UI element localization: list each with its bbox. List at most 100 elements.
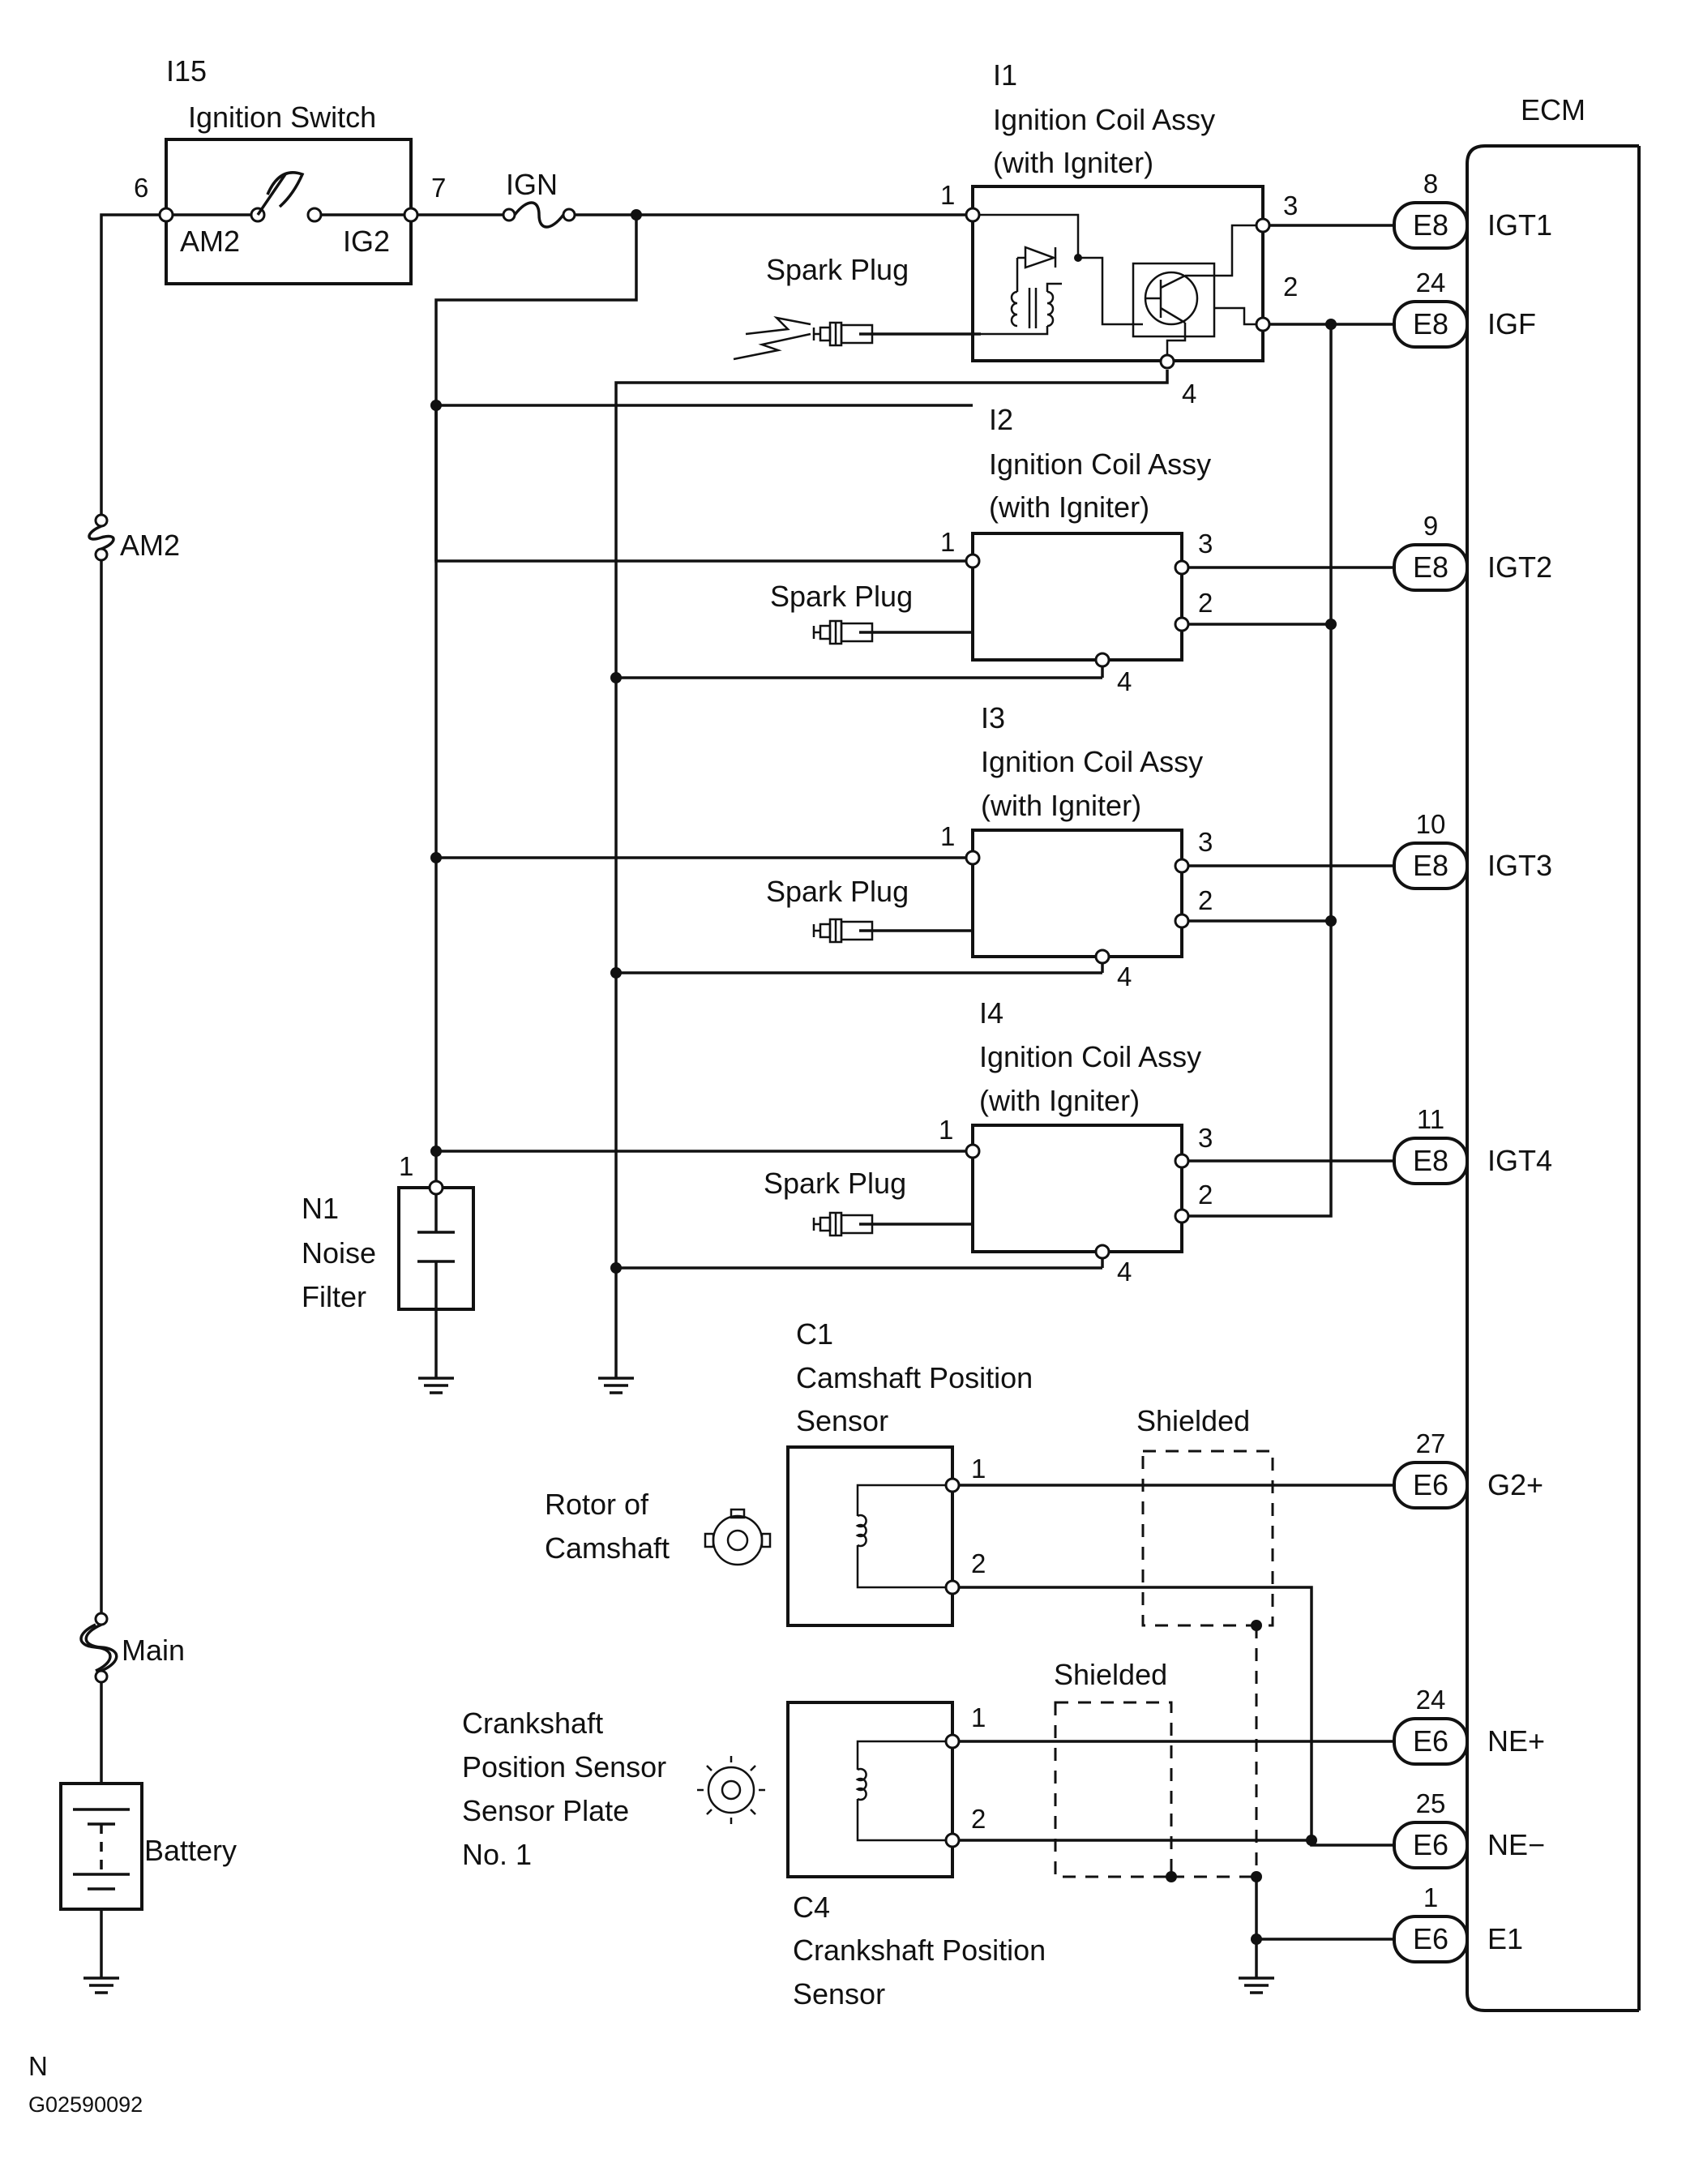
- crank-plate-label-line3: Sensor Plate: [462, 1794, 629, 1827]
- ecm-terminal-e1: E6 1E1: [1393, 1882, 1523, 1963]
- coil4-spark-plug-label: Spark Plug: [764, 1167, 906, 1200]
- coil3-sub: (with Igniter): [981, 789, 1141, 822]
- am2-fuse-label: AM2: [120, 529, 180, 562]
- ecm-pin-number: 9: [1423, 511, 1438, 541]
- ecm-connector-box: [1393, 1461, 1469, 1510]
- ecm-pin-number: 8: [1423, 169, 1438, 199]
- ign-fuse-label: IGN: [506, 168, 558, 201]
- ecm-connector-box: [1393, 841, 1469, 890]
- ecm-pin-number: 25: [1416, 1788, 1446, 1818]
- coil2-spark-plug-label: Spark Plug: [770, 580, 913, 613]
- ecm-signal-label: NE+: [1487, 1724, 1545, 1758]
- coil3-name: Ignition Coil Assy: [981, 745, 1203, 778]
- crank-sensor-label-line2: Sensor: [793, 1977, 885, 2011]
- ecm-connector-label: E8: [1413, 550, 1449, 584]
- noise-filter-label-line1: Noise: [302, 1236, 376, 1270]
- coil3-pin-3: 3: [1198, 827, 1213, 857]
- coil4-id: I4: [979, 996, 1003, 1030]
- crankshaft-position-sensor: 1 2 C4 Crankshaft Position Sensor Cranks…: [462, 1701, 1394, 2011]
- ecm-connector-label: E8: [1413, 208, 1449, 242]
- ecm-pin-number: 1: [1423, 1882, 1438, 1912]
- coil1-pin-2: 2: [1283, 272, 1298, 302]
- cam-sensor-id: C1: [796, 1317, 833, 1351]
- ignition-switch-ig2-label: IG2: [343, 225, 390, 258]
- crank-plate-label-line4: No. 1: [462, 1838, 532, 1871]
- coil-supply-wires: [430, 209, 973, 863]
- crank-sensor-pin-1: 1: [971, 1702, 986, 1732]
- ecm-signal-label: E1: [1487, 1922, 1523, 1955]
- e1-ground-wires: [1251, 1877, 1394, 1978]
- ignition-switch-label: Ignition Switch: [188, 101, 376, 134]
- crank-sensor-plate-icon: [697, 1756, 765, 1824]
- coil2-id: I2: [989, 403, 1013, 436]
- coil1-name: Ignition Coil Assy: [993, 103, 1215, 136]
- cam-shield: Shielded: [1136, 1404, 1274, 1877]
- cam-sensor-label-line2: Sensor: [796, 1404, 888, 1437]
- ignition-switch: I15 Ignition Switch AM2 IG2 6 7: [134, 54, 446, 285]
- coil2-pin-3: 3: [1198, 529, 1213, 559]
- coil1-id: I1: [993, 58, 1017, 92]
- coil1-pin-1: 1: [940, 180, 955, 210]
- ignition-coil-i1: I1 Ignition Coil Assy (with Igniter) 1 3…: [733, 58, 1298, 409]
- ecm-signal-label: IGT1: [1487, 208, 1552, 242]
- main-fuse-label: Main: [122, 1634, 185, 1667]
- ecm-pin-number: 11: [1417, 1104, 1444, 1134]
- ecm-pin-number: 24: [1416, 1685, 1446, 1715]
- sensor-ground: [1237, 1976, 1276, 1994]
- cam-sensor-label-line1: Camshaft Position: [796, 1361, 1033, 1394]
- igf-bus-wires: [1187, 319, 1394, 1218]
- battery: Battery: [59, 1782, 237, 1911]
- coil1-pin-3: 3: [1283, 191, 1298, 221]
- cam-rotor-label-line1: Rotor of: [545, 1488, 649, 1521]
- coil4-pin-4: 4: [1117, 1257, 1132, 1287]
- battery-label: Battery: [144, 1834, 237, 1867]
- noise-filter-id: N1: [302, 1192, 339, 1225]
- ecm-signal-label: IGT4: [1487, 1144, 1552, 1177]
- coil4-pin-1: 1: [939, 1115, 953, 1145]
- noise-filter-label-line2: Filter: [302, 1280, 366, 1313]
- ecm-pin-number: 10: [1416, 809, 1446, 839]
- ecm-connector-label: E8: [1413, 1144, 1449, 1177]
- coil2-sub: (with Igniter): [989, 490, 1149, 524]
- ecm-connector-box: [1393, 1915, 1469, 1963]
- crank-shield-label: Shielded: [1054, 1658, 1167, 1691]
- ecm-connector-label: E6: [1413, 1922, 1449, 1955]
- ecm-connector-box: [1393, 1137, 1469, 1185]
- crank-sensor-pin-2: 2: [971, 1804, 986, 1834]
- coil3-spark-plug-label: Spark Plug: [766, 875, 909, 908]
- ecm-pin-number: 27: [1416, 1428, 1446, 1458]
- crank-sensor-label-line1: Crankshaft Position: [793, 1933, 1046, 1967]
- coil-ground: [597, 1377, 635, 1394]
- noise-filter-pin-1: 1: [399, 1151, 413, 1181]
- noise-filter: 1 N1 Noise Filter: [302, 1146, 973, 1378]
- ignition-coil-i4: I4 Ignition Coil Assy (with Igniter) 1 3…: [764, 996, 1394, 1287]
- ecm: ECM E88IGT1E824IGFE89IGT2E810IGT3E811IGT…: [1393, 93, 1641, 2012]
- ignition-switch-pin-7: 7: [431, 173, 446, 203]
- coil2-name: Ignition Coil Assy: [989, 448, 1211, 481]
- coil-ground-bus: [610, 370, 1169, 1378]
- crank-plate-label-line2: Position Sensor: [462, 1750, 666, 1784]
- crank-plate-label-line1: Crankshaft: [462, 1707, 603, 1740]
- cam-sensor-pin-2: 2: [971, 1548, 986, 1578]
- footer-figure-id: G02590092: [28, 2092, 143, 2117]
- coil3-pin-1: 1: [940, 821, 955, 851]
- ignition-coil-i2: I2 Ignition Coil Assy (with Igniter) 1 3…: [434, 403, 1394, 696]
- ecm-connector-label: E6: [1413, 1724, 1449, 1758]
- ecm-signal-label: G2+: [1487, 1468, 1543, 1501]
- main-fuse: Main: [79, 1612, 185, 1684]
- coil3-pin-2: 2: [1198, 885, 1213, 915]
- ignition-switch-am2-label: AM2: [180, 225, 240, 258]
- ecm-connector-box: [1393, 300, 1469, 349]
- ecm-pin-number: 24: [1416, 268, 1446, 298]
- coil4-sub: (with Igniter): [979, 1084, 1140, 1117]
- ignition-switch-pin-6: 6: [134, 173, 148, 203]
- ecm-signal-label: IGT3: [1487, 849, 1552, 882]
- coil4-pin-3: 3: [1198, 1123, 1213, 1153]
